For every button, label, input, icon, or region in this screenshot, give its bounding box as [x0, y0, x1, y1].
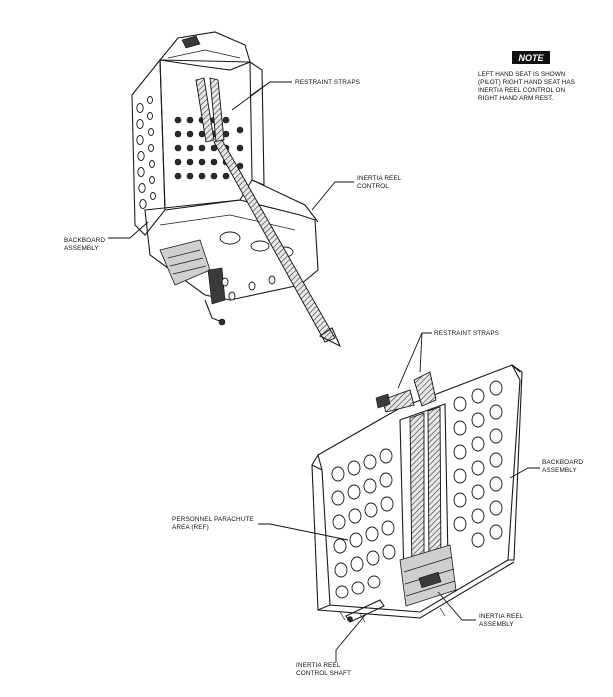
lower-leaders	[258, 332, 540, 662]
label-restraint-straps-bottom: RESTRAINT STRAPS	[434, 330, 499, 337]
label-personnel-parachute-area-l1: PERSONNEL PARACHUTE	[172, 516, 254, 523]
note-line-3: INERTIA REEL CONTROL ON	[478, 87, 566, 94]
note-line-1: LEFT HAND SEAT IS SHOWN	[478, 71, 566, 78]
note-line-4: RIGHT HAND ARM REST.	[478, 95, 553, 102]
left-column-holes	[331, 448, 396, 599]
right-column-holes	[453, 380, 503, 548]
label-inertia-reel-assembly-l2: ASSEMBLY	[479, 621, 514, 628]
label-backboard-assembly-left-l2: ASSEMBLY	[64, 245, 99, 252]
label-inertia-reel-control-l1: INERTIA REEL	[357, 175, 402, 182]
note-badge	[512, 51, 550, 64]
label-backboard-assembly-right-l2: ASSEMBLY	[542, 467, 577, 474]
label-restraint-straps-top: RESTRAINT STRAPS	[295, 79, 360, 86]
label-inertia-reel-control-shaft-l2: CONTROL SHAFT	[296, 670, 351, 677]
seat-assembly-drawing	[131, 31, 342, 348]
backboard-assembly-drawing	[311, 364, 523, 623]
label-backboard-assembly-left-l1: BACKBOARD	[64, 237, 105, 244]
label-inertia-reel-control-l2: CONTROL	[357, 183, 389, 190]
label-backboard-assembly-right-l1: BACKBOARD	[542, 459, 583, 466]
left-panel-holes	[136, 96, 156, 209]
label-personnel-parachute-area-l2: AREA (REF)	[172, 524, 209, 531]
note-line-2: (PILOT) RIGHT HAND SEAT HAS	[478, 79, 575, 86]
label-inertia-reel-assembly-l1: INERTIA REEL	[479, 613, 524, 620]
label-inertia-reel-control-shaft-l1: INERTIA REEL	[296, 662, 341, 669]
note-badge-text: NOTE	[518, 53, 544, 63]
upper-leaders	[108, 81, 354, 239]
note-block: NOTE LEFT HAND SEAT IS SHOWN (PILOT) RIG…	[478, 51, 575, 102]
